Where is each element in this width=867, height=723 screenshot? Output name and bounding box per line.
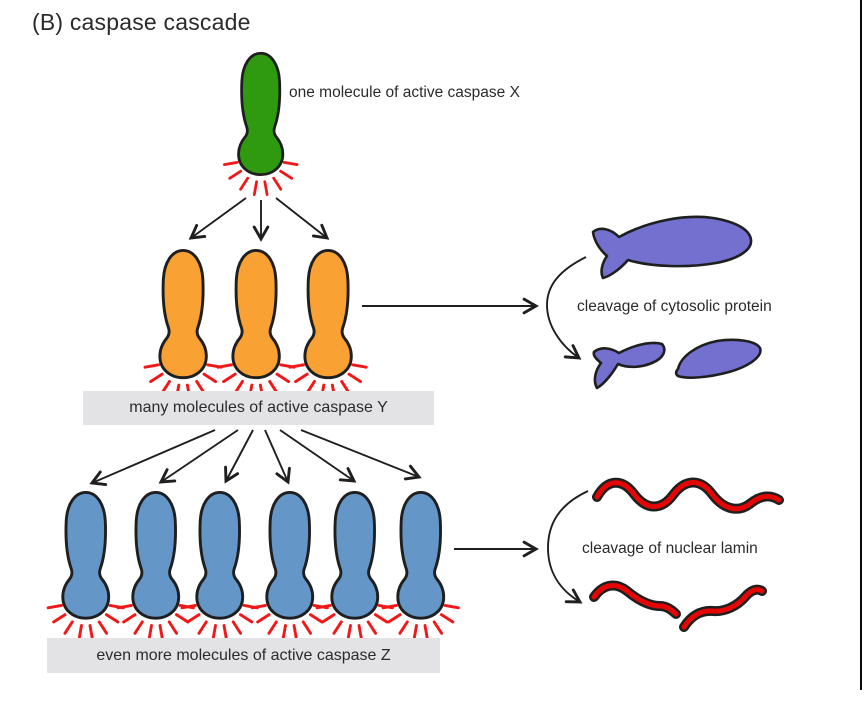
arrows-y-to-z (89, 429, 422, 486)
caspase-z-group (46, 490, 460, 641)
window-frame-edge (860, 0, 862, 690)
cytosolic-cleavage-label: cleavage of cytosolic protein (577, 298, 772, 315)
nuclear-lamin-intact (592, 477, 784, 514)
nuclear-lamin-cleaved-a (589, 580, 681, 619)
page-title: (B) caspase cascade (32, 9, 251, 35)
caspase-z-molecule (250, 490, 329, 641)
arrow-icon (300, 429, 422, 481)
caspase-y-molecule (216, 248, 296, 401)
caspase-y-molecule (143, 248, 223, 401)
arrow-icon (158, 429, 239, 484)
arrow-icon (89, 429, 216, 486)
caspase-y-group (143, 248, 368, 401)
caspase-z-molecule (180, 490, 259, 641)
arrow-icon (275, 197, 330, 240)
caspase-y-molecule (288, 248, 368, 401)
cytosolic-protein-cleaved-body (674, 338, 762, 379)
cytosolic-protein-cleaved-tail (592, 341, 666, 390)
caspase-z-molecule (381, 490, 460, 641)
lamin-cleavage-label: cleavage of nuclear lamin (582, 540, 758, 557)
caspase-z-label-box: even more molecules of active caspase Z (47, 638, 440, 673)
arrow-icon (188, 197, 247, 240)
arrow-icon (264, 429, 291, 485)
nuclear-lamin-cleaved-b (679, 584, 767, 632)
cytosolic-protein-intact (591, 215, 753, 280)
arrow-icon (279, 429, 357, 483)
curved-cleavage-arrow-cytosolic (546, 256, 587, 360)
caspase-z-molecule (116, 490, 195, 641)
arrow-icon (224, 429, 254, 484)
caspase-z-molecule (46, 490, 125, 641)
curved-cleavage-arrow-lamin (547, 490, 589, 604)
caspase-x-label: one molecule of active caspase X (289, 84, 520, 101)
arrows-x-to-y (188, 197, 330, 242)
caspase-z-molecule (315, 490, 394, 641)
caspase-x-molecule (222, 51, 299, 196)
caspase-y-label-box: many molecules of active caspase Y (83, 391, 434, 425)
